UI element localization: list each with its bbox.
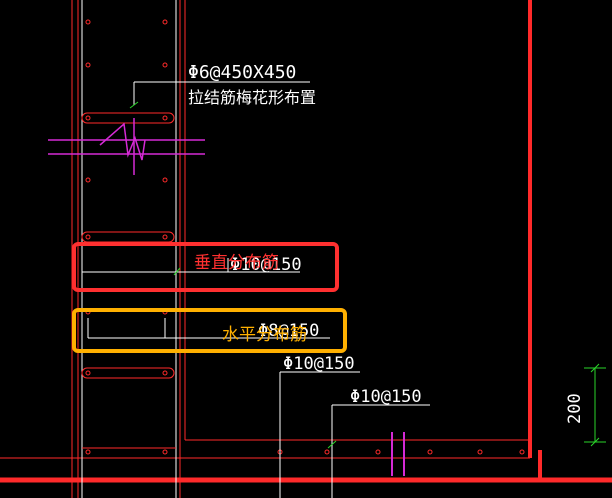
callout-box-vertical — [72, 242, 339, 292]
rebar-dots — [85, 19, 525, 455]
tie-bar-desc-text: 拉结筋梅花形布置 — [188, 88, 316, 107]
dimension-200-text: 200 — [565, 393, 585, 424]
column-left — [71, 0, 181, 498]
tie-bar-spec-text: Φ6@450X450 — [188, 62, 296, 83]
outer-wall — [0, 0, 612, 483]
dimension-200 — [584, 363, 606, 447]
vertical-rebar-dim-text: Φ10@150 — [230, 255, 302, 275]
break-line-symbol — [48, 118, 205, 175]
callout-vertical-rebar-text: 垂直分布筋 — [194, 253, 279, 273]
rebar-lines — [81, 0, 177, 498]
lower-rebar-leaders — [279, 371, 430, 498]
bottom-break-marks — [391, 432, 405, 476]
column-a-dim-text: Φ10@150 — [283, 354, 355, 374]
horizontal-rebar-line — [87, 318, 330, 339]
column-b-dim-text: Φ10@150 — [350, 387, 422, 407]
stirrup-ties — [81, 112, 176, 449]
vertical-rebar-line — [82, 258, 300, 276]
horizontal-rebar-dim-text: Φ8@150 — [258, 321, 319, 341]
tie-bar-leader — [129, 81, 310, 109]
callout-horizontal-rebar-text: 水平分布筋 — [222, 325, 307, 345]
callout-box-horizontal — [72, 308, 347, 353]
